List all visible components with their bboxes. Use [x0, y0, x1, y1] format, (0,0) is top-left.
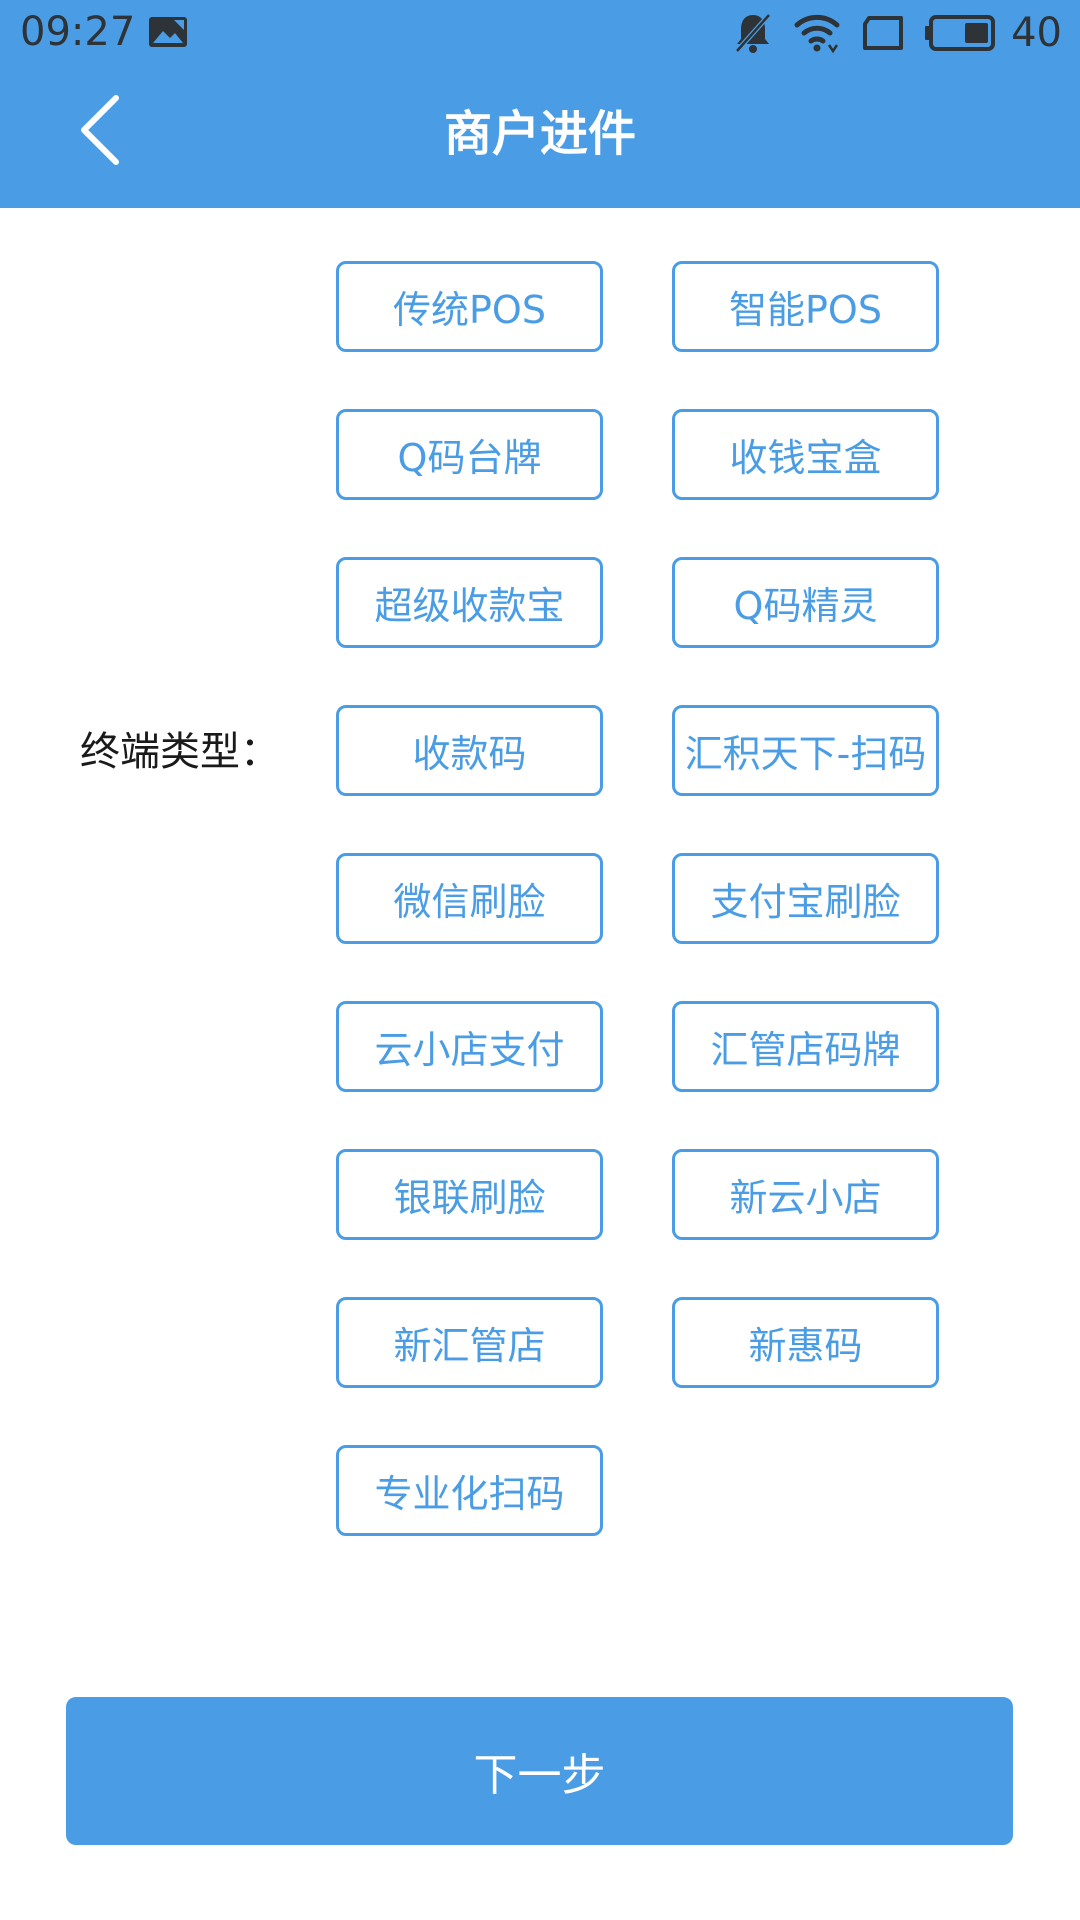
back-button[interactable]: [70, 90, 140, 170]
picture-icon: [149, 17, 187, 47]
option-store-code-board[interactable]: 汇管店码牌: [672, 1001, 939, 1092]
terminal-type-label: 终端类型：: [80, 729, 280, 775]
option-alipay-face[interactable]: 支付宝刷脸: [672, 853, 939, 944]
option-q-code-sprite[interactable]: Q码精灵: [672, 557, 939, 648]
option-cash-box[interactable]: 收钱宝盒: [672, 409, 939, 500]
wifi-icon: [794, 14, 840, 54]
option-smart-pos[interactable]: 智能POS: [672, 261, 939, 352]
bell-muted-icon: [735, 13, 771, 53]
title-bar: 商户进件: [0, 66, 1080, 208]
option-huiji-scan[interactable]: 汇积天下-扫码: [672, 705, 939, 796]
option-wechat-face[interactable]: 微信刷脸: [336, 853, 603, 944]
status-icons: 40: [733, 8, 1062, 58]
battery-percent: 40: [1011, 10, 1062, 56]
next-step-button[interactable]: 下一步: [66, 1697, 1013, 1845]
chevron-left-icon: [81, 95, 119, 165]
status-bar: 09:27: [0, 0, 1080, 66]
page-title: 商户进件: [443, 106, 636, 162]
app-header: 09:27: [0, 0, 1080, 208]
option-super-pay-box[interactable]: 超级收款宝: [336, 557, 603, 648]
status-time: 09:27: [20, 9, 136, 55]
option-unionpay-face[interactable]: 银联刷脸: [336, 1149, 603, 1240]
option-pro-scan[interactable]: 专业化扫码: [336, 1445, 603, 1536]
option-new-cloud-shop[interactable]: 新云小店: [672, 1149, 939, 1240]
option-new-benefit-code[interactable]: 新惠码: [672, 1297, 939, 1388]
option-new-store-manager[interactable]: 新汇管店: [336, 1297, 603, 1388]
battery-icon: [925, 15, 996, 51]
screen-icon: [863, 16, 904, 50]
option-pay-code[interactable]: 收款码: [336, 705, 603, 796]
option-cloud-shop-pay[interactable]: 云小店支付: [336, 1001, 603, 1092]
option-traditional-pos[interactable]: 传统POS: [336, 261, 603, 352]
option-q-code-stand[interactable]: Q码台牌: [336, 409, 603, 500]
